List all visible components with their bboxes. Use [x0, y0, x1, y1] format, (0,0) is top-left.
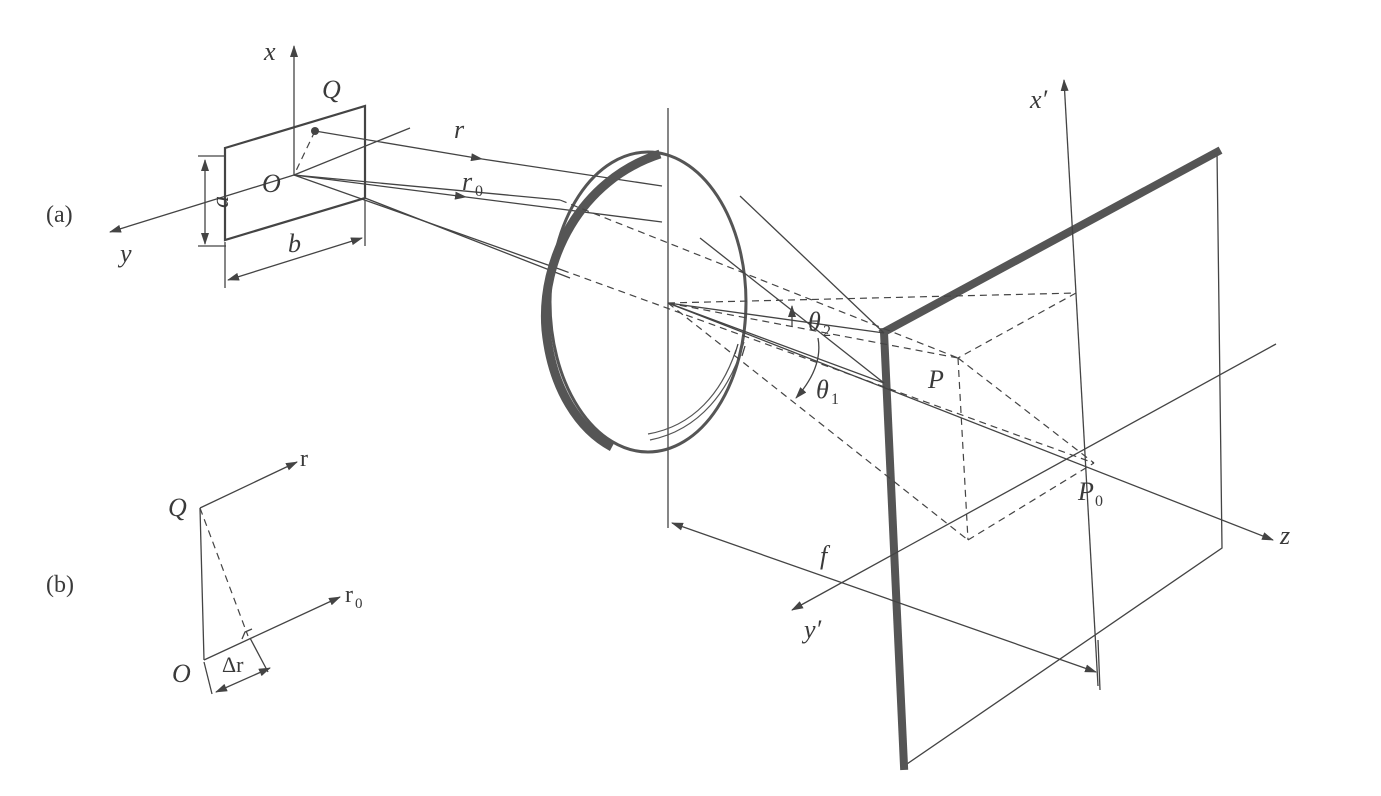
b-delta-tick-right	[249, 637, 269, 673]
label-theta1: θ	[816, 375, 829, 404]
b-r-arrow	[199, 461, 298, 509]
dash-9	[561, 269, 1095, 464]
object-optical-axis	[293, 127, 411, 176]
ray-upper	[293, 174, 561, 201]
label-theta1-sub: 1	[831, 391, 839, 408]
b-q-perpendicular	[199, 507, 249, 637]
label-b-r0-sub: 0	[355, 596, 363, 612]
label-theta2-sub: 2	[823, 323, 831, 340]
focal-plane-left-edge	[879, 327, 909, 771]
b-right-angle	[241, 628, 253, 640]
label-p0-sub: 0	[1095, 493, 1103, 510]
focal-plane-group	[559, 79, 1277, 771]
label-r0: r	[462, 167, 473, 196]
panel-b-label: (b)	[46, 572, 74, 598]
ray-to-screen-mid	[667, 302, 885, 384]
panel-b-group	[199, 461, 341, 695]
label-o: O	[262, 169, 281, 198]
dash-8	[559, 199, 959, 359]
label-b-delta-r: Δr	[222, 652, 244, 677]
focal-length-arrow	[671, 522, 1097, 673]
lens-thick-edge	[540, 149, 662, 451]
ray-to-screen-top	[667, 302, 885, 334]
label-p0: P	[1077, 477, 1094, 506]
dash-5	[957, 357, 969, 541]
label-theta2: θ	[808, 307, 821, 336]
label-yprime: y′	[801, 615, 822, 644]
dash-7	[967, 462, 1095, 541]
label-b: b	[288, 229, 301, 258]
aperture-rectangle	[223, 104, 367, 242]
focal-plane-top-edge	[878, 146, 1223, 338]
yprime-axis	[791, 343, 1277, 611]
dash-2	[667, 302, 959, 359]
label-a: a	[208, 196, 234, 208]
lens-group	[540, 108, 748, 528]
dash-6	[957, 357, 1095, 464]
xprime-axis	[1060, 79, 1099, 687]
panel-a-label: (a)	[46, 202, 73, 228]
label-x: x	[263, 37, 276, 66]
label-f: f	[820, 541, 831, 570]
q-to-o-dashed	[293, 130, 316, 176]
z-axis	[667, 302, 1274, 541]
theta1-arc	[795, 337, 820, 399]
dash-1	[667, 292, 1077, 304]
label-q: Q	[322, 75, 341, 104]
label-z: z	[1279, 521, 1290, 550]
ray-r-converging	[739, 195, 885, 334]
label-b-q: Q	[168, 493, 187, 522]
label-b-o: O	[172, 659, 191, 688]
ray-r	[314, 130, 483, 162]
lens-highlight-2	[647, 349, 737, 435]
label-b-r0: r	[345, 582, 353, 608]
b-delta-tick-left	[203, 661, 213, 695]
dimension-b-arrow	[227, 237, 363, 281]
ray-r0	[293, 174, 467, 200]
label-xprime: x′	[1029, 85, 1048, 114]
focal-length-tick	[1097, 639, 1101, 691]
b-delta-r-arrow	[215, 667, 271, 693]
ray-r-continued	[481, 158, 663, 187]
lens-highlight-1	[649, 341, 745, 441]
b-vertical-line	[199, 507, 205, 661]
label-b-r: r	[300, 446, 308, 472]
b-r0-arrow	[203, 596, 341, 661]
label-r: r	[454, 115, 465, 144]
dash-3	[667, 302, 969, 541]
dash-4	[957, 292, 1077, 359]
label-r0-sub: 0	[475, 183, 483, 200]
label-y: y	[117, 239, 132, 268]
lens-tick-2	[741, 345, 746, 357]
lens-tick-1	[734, 343, 739, 355]
label-p: P	[927, 365, 944, 394]
ray-r0-continued	[465, 196, 663, 223]
object-plane-group	[109, 45, 663, 288]
ray-lower-edge	[364, 197, 571, 279]
